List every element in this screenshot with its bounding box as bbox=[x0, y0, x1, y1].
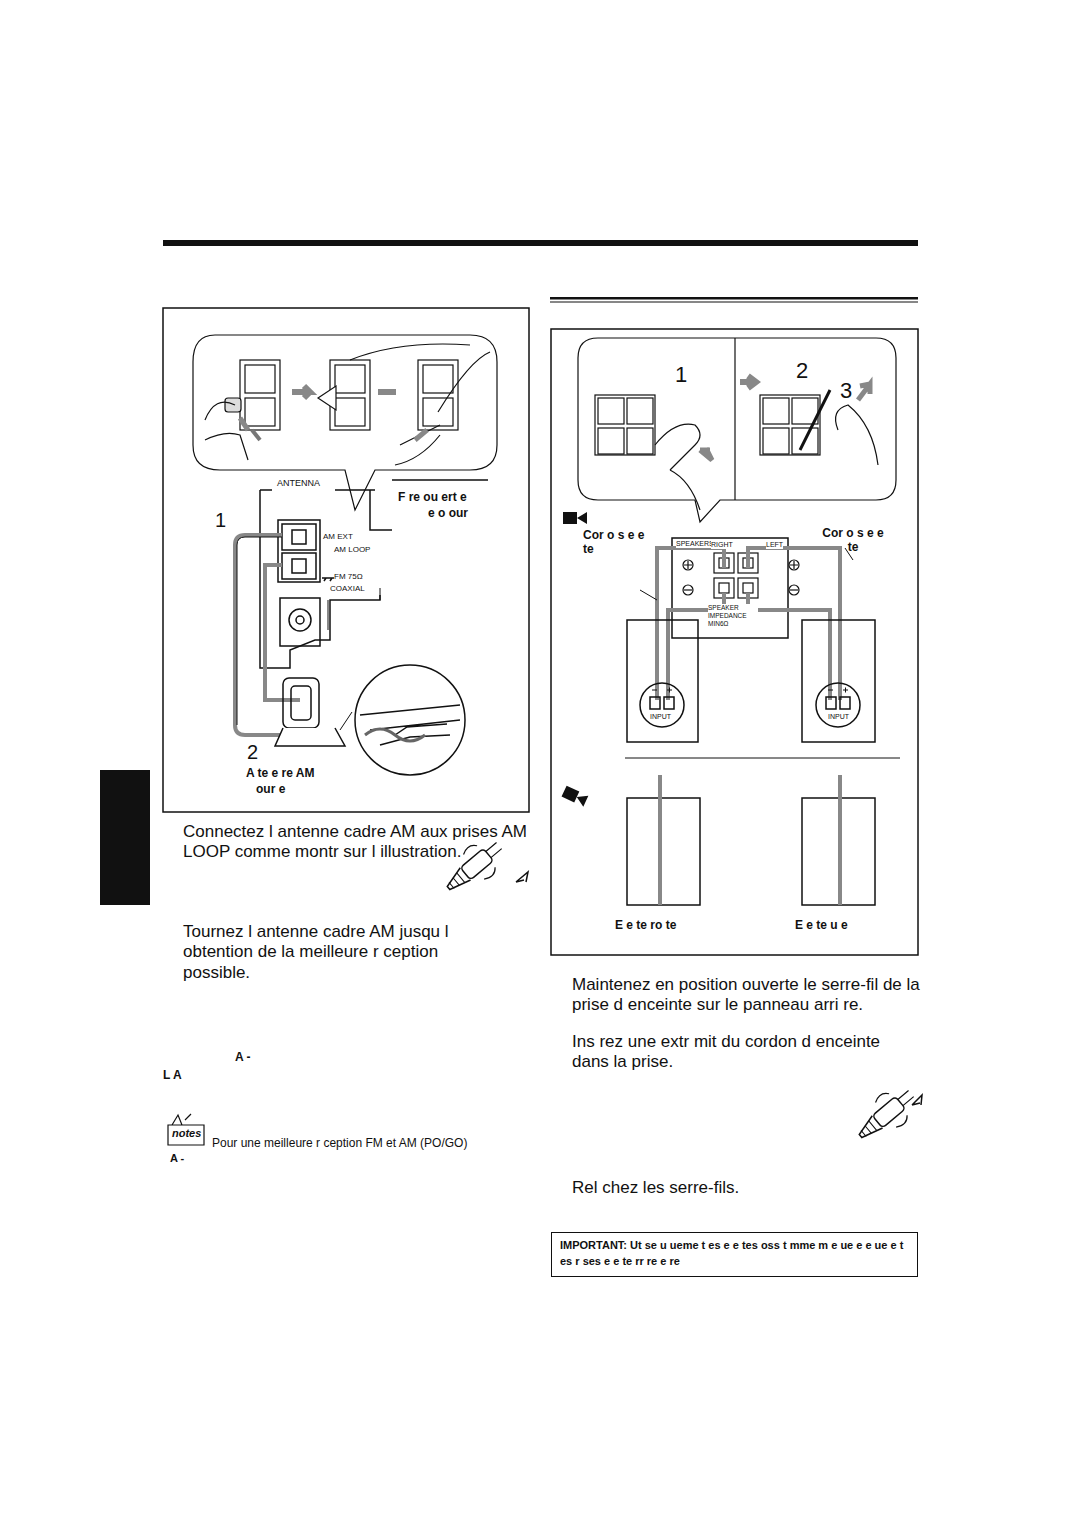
note-text: Pour une meilleure r ception FM et AM (P… bbox=[212, 1136, 467, 1150]
jack-label: COAXIAL bbox=[330, 584, 365, 594]
part-name: A te e re AM bbox=[246, 766, 314, 780]
step-number: 2 bbox=[247, 740, 258, 764]
note-fragment: L A bbox=[163, 1068, 182, 1082]
note-fragment: A - bbox=[170, 1152, 184, 1165]
part-name: Cor o s e e te bbox=[583, 528, 645, 557]
callout-text: F re ou ert e bbox=[398, 490, 467, 504]
notice-box: IMPORTANT: Ut se u ueme t es e e tes oss… bbox=[551, 1232, 918, 1277]
step-number: 2 bbox=[796, 358, 808, 384]
instruction-text: Rel chez les serre-fils. bbox=[572, 1178, 912, 1198]
panel-label: SPEAKER IMPEDANCE MIN6Ω bbox=[708, 604, 758, 627]
jack-label: FM 75Ω bbox=[334, 572, 363, 582]
callout-text: e o our bbox=[428, 506, 468, 520]
speaker-name: E e te u e bbox=[795, 918, 848, 932]
instruction-text: Connectez l antenne cadre AM aux prises … bbox=[183, 822, 528, 863]
part-name: our e bbox=[256, 782, 285, 796]
speaker-name: E e te ro te bbox=[615, 918, 676, 932]
part-name: Cor o s e e te bbox=[818, 526, 888, 555]
jack-label: AM LOOP bbox=[334, 545, 370, 555]
panel-label: SPEAKERS bbox=[676, 540, 714, 548]
panel-label: RIGHT bbox=[711, 541, 733, 549]
notes-icon-label: notes bbox=[172, 1127, 201, 1140]
jack-label: AM EXT bbox=[323, 532, 353, 542]
notice-text: IMPORTANT: Ut se u ueme t es e e tes oss… bbox=[552, 1233, 917, 1275]
panel-label: LEFT bbox=[766, 541, 783, 549]
instruction-text: Ins rez une extr mit du cordon d enceint… bbox=[572, 1032, 912, 1073]
panel-label: ANTENNA bbox=[277, 478, 320, 489]
terminal-label: INPUT bbox=[650, 713, 671, 721]
step-number: 1 bbox=[675, 362, 687, 388]
instruction-text: Maintenez en position ouverte le serre-f… bbox=[572, 975, 922, 1016]
note-fragment: A - bbox=[235, 1050, 251, 1064]
step-number: 3 bbox=[840, 378, 852, 404]
step-number: 1 bbox=[215, 508, 226, 532]
instruction-text: Tournez l antenne cadre AM jusqu l obten… bbox=[183, 922, 483, 983]
terminal-label: INPUT bbox=[828, 713, 849, 721]
